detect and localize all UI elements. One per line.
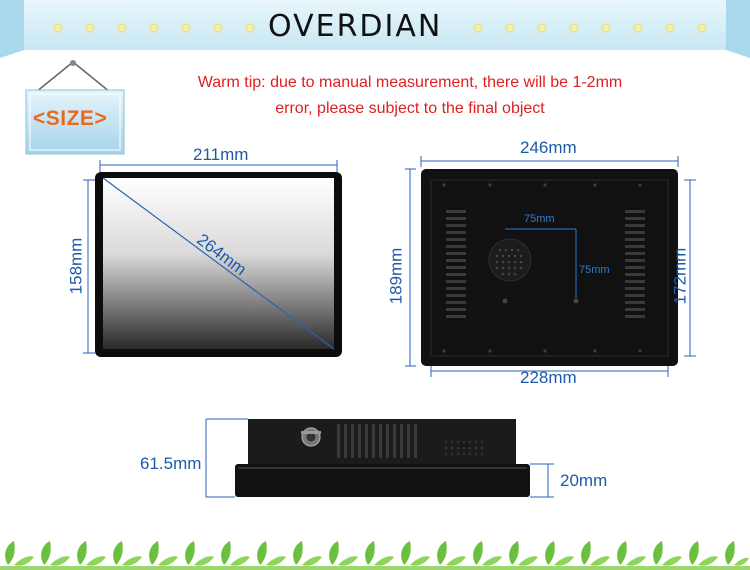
side-bezel [235,464,530,497]
side-view [205,418,554,498]
warm-tip-line-2: error, please subject to the final objec… [275,100,545,117]
header-banner [0,0,750,58]
size-sign [25,60,125,155]
back-view [405,156,696,377]
back-panel [421,169,678,366]
front-height-label: 158mm [66,237,86,295]
back-outer-width-label: 246mm [520,138,577,157]
vesa-horizontal-label: 75mm [524,213,555,225]
vesa-vertical-label: 75mm [579,264,610,276]
brand-logo: OVERDIAN [268,9,443,44]
warm-tip: Warm tip: due to manual measurement, the… [150,70,670,122]
power-connector-icon [301,427,321,447]
front-diagonal-line [102,177,335,350]
side-total-depth-label: 61.5mm [140,454,202,473]
footer-leaf-border [0,541,750,570]
size-sign-label: <SIZE> [33,107,108,130]
back-inner-height-label: 172mm [670,247,690,305]
front-width-label: 211mm [193,145,249,164]
warm-tip-line-1: Warm tip: due to manual measurement, the… [197,74,623,91]
front-view [83,160,342,357]
back-outer-height-label: 189mm [386,247,406,305]
back-inner-width-label: 228mm [520,368,577,387]
side-bezel-depth-label: 20mm [560,471,608,490]
